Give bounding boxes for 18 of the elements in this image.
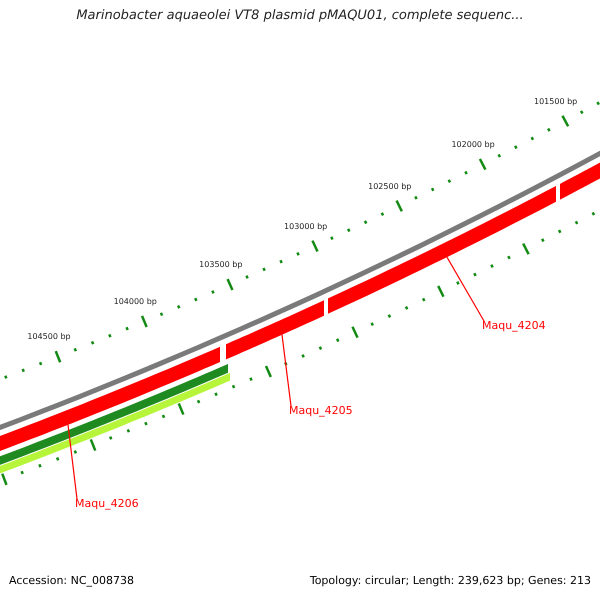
gene-segment <box>226 300 324 360</box>
leader-line <box>446 256 485 322</box>
position-label: 104000 bp <box>114 296 157 306</box>
title: Marinobacter aquaeolei VT8 plasmid pMAQU01, complete sequenc... <box>75 9 525 24</box>
position-label: 102500 bp <box>368 182 412 191</box>
leader-line <box>281 334 292 406</box>
position-label: 101500 bp <box>534 96 578 106</box>
gene-label: Maqu_4205 <box>289 405 353 418</box>
sequence-info: Topology: circular; Length: 239,623 bp; Genes: 213 <box>310 575 591 588</box>
position-label: 102000 bp <box>451 140 495 150</box>
gene-segment <box>0 346 220 451</box>
accession-text: Accession: NC_008738 <box>9 575 134 588</box>
feature-band <box>0 364 228 465</box>
feature-band <box>0 373 230 474</box>
leader-line <box>67 424 78 500</box>
gene-label: Maqu_4206 <box>75 498 139 511</box>
gene-label: Maqu_4204 <box>482 320 546 333</box>
gene-segment <box>560 162 600 200</box>
